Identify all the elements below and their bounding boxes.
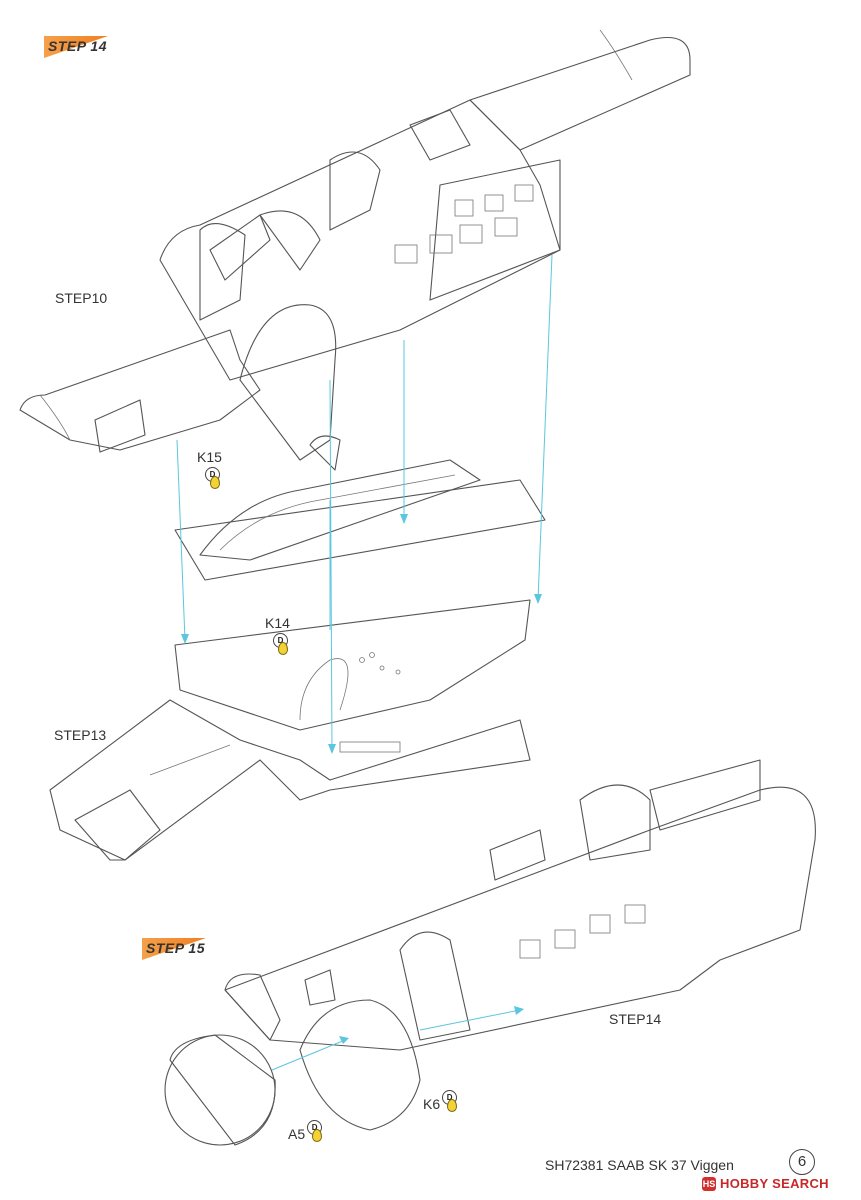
step14-reference-label: STEP14 [609,1011,662,1027]
hobby-search-watermark: HS HOBBY SEARCH [702,1176,829,1191]
part-k6-callout: K6 D [423,1090,458,1112]
part-code: K6 [423,1096,441,1112]
part-k15-callout: K15 D [197,449,222,489]
step13-label: STEP13 [54,727,107,743]
step-14-title: STEP 14 [48,38,108,54]
step-15-title: STEP 15 [146,940,206,956]
watermark-logo-icon: HS [702,1176,716,1191]
part-code: A5 [288,1126,306,1142]
glue-drop-icon: D [205,467,221,489]
page-number: 6 [789,1149,815,1175]
glue-drop-icon: D [307,1120,323,1142]
k14-plate-drawing [174,599,531,731]
lower-fuselage-drawing [49,699,531,861]
part-code: K15 [197,449,222,465]
watermark-text: HOBBY SEARCH [720,1176,829,1191]
glue-drop-icon: D [442,1090,458,1112]
part-code: K14 [265,615,290,631]
k15-plate-drawing [174,435,546,581]
completed-fuselage-drawing [164,759,816,1146]
product-title: SH72381 SAAB SK 37 Viggen [545,1157,734,1173]
assembly-guide-lines [176,254,553,1071]
step10-label: STEP10 [55,290,108,306]
glue-drop-icon: D [273,633,289,655]
part-k14-callout: K14 D [265,615,290,655]
upper-fuselage-drawing [19,29,691,461]
part-a5-callout: A5 D [288,1120,323,1142]
